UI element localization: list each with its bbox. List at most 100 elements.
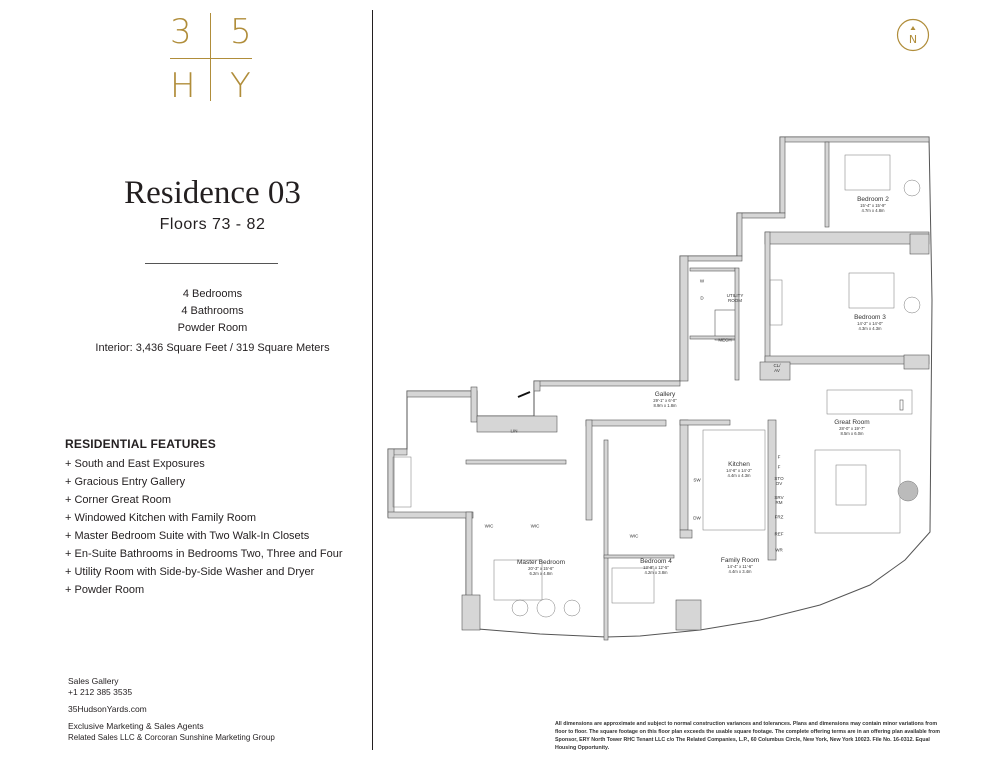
feature-item: Gracious Entry Gallery (65, 473, 343, 491)
bathtub (392, 456, 412, 508)
planter (897, 480, 919, 502)
label-utility-room: UTILITY ROOM (726, 293, 744, 303)
wall (533, 380, 541, 392)
feature-item: Master Bedroom Suite with Two Walk-In Cl… (65, 527, 343, 545)
spec-interior-area: Interior: 3,436 Square Feet / 319 Square… (95, 342, 330, 354)
room-family-room: Family Room 14'-4" x 11'-6" 4.4m x 3.4m (720, 557, 760, 574)
features-heading: RESIDENTIAL FEATURES (65, 437, 216, 451)
wall (736, 212, 743, 257)
room-master-bedroom: Master Bedroom 20'-3" x 15'-6" 6.2m x 4.… (516, 559, 566, 576)
wall (714, 309, 738, 341)
label-fridge: F (777, 464, 781, 470)
wall (779, 136, 930, 143)
room-bedroom-3: Bedroom 3 14'-2" x 14'-0" 4.3m x 4.3m (854, 314, 886, 331)
logo-char: 3 (170, 12, 192, 52)
wall (779, 136, 786, 214)
feature-item: South and East Exposures (65, 455, 343, 473)
35hy-logo: 3 5 H Y (150, 10, 270, 110)
logo-char: 5 (230, 12, 252, 52)
coffee-table (835, 464, 867, 506)
sales-phone: +1 212 385 3535 (68, 687, 133, 697)
wall (824, 141, 830, 228)
furniture (392, 154, 921, 618)
room-great-room: Great Room 28'-0" x 19'-7" 8.5m x 6.0m (834, 419, 870, 436)
wall (759, 361, 791, 381)
wall (767, 419, 777, 561)
wall (465, 459, 567, 465)
wall (603, 439, 609, 641)
feature-item: En-Suite Bathrooms in Bedrooms Two, Thre… (65, 545, 342, 563)
label-sink: SW (693, 477, 701, 483)
spec-bathrooms: 4 Bathrooms (181, 305, 244, 317)
wall (585, 419, 593, 521)
residence-specs: 4 Bedrooms 4 Bathrooms Powder Room Inter… (60, 286, 365, 357)
logo-char: H (170, 66, 196, 106)
wall (679, 255, 689, 382)
agents-heading: Exclusive Marketing & Sales Agents (68, 721, 204, 731)
wall (406, 390, 478, 398)
website-link[interactable]: 35HudsonYards.com (68, 704, 147, 714)
label-freezer: FRZ (774, 514, 784, 520)
contact-info: Sales Gallery +1 212 385 3535 35HudsonYa… (68, 676, 275, 743)
features-list: South and East Exposures Gracious Entry … (65, 455, 343, 599)
spec-bedrooms: 4 Bedrooms (182, 288, 243, 300)
label-steam-oven: STO OV (774, 476, 784, 486)
label-fridge: F (777, 454, 781, 460)
wall (736, 212, 786, 219)
bed (611, 567, 655, 604)
divider-rule (145, 263, 278, 264)
wall (675, 599, 702, 631)
wall (461, 594, 481, 631)
label-refrigerator: REF (774, 531, 784, 537)
agents-names: Related Sales LLC & Corcoran Sunshine Ma… (68, 733, 275, 742)
floors-range: Floors 73 - 82 (159, 216, 266, 233)
wall (679, 529, 693, 539)
wall (603, 554, 675, 559)
wall (679, 255, 743, 262)
spec-powder-room: Powder Room (177, 322, 248, 334)
label-dishwasher: DW (693, 515, 701, 521)
dining-table (826, 389, 913, 415)
wall (909, 233, 930, 255)
feature-item: Corner Great Room (65, 491, 343, 509)
feature-item: Windowed Kitchen with Family Room (65, 509, 343, 527)
label-dryer: D (700, 295, 704, 301)
wall (476, 415, 558, 433)
wall (585, 419, 667, 427)
residence-title: Residence 03 (124, 175, 301, 211)
wall (899, 399, 904, 411)
wall (764, 231, 771, 363)
room-gallery: Gallery 29'-1" x 6'-0" 8.9m x 1.8m (653, 391, 677, 408)
label-washer: W (699, 278, 705, 284)
logo-char: Y (230, 66, 251, 106)
wall (734, 267, 740, 381)
bathtub (769, 279, 783, 326)
sales-gallery-label: Sales Gallery (68, 676, 119, 686)
north-label: N (909, 33, 917, 46)
wall (387, 511, 474, 519)
legal-disclaimer: All dimensions are approximate and subje… (555, 721, 940, 751)
label-mech: MECH (718, 337, 732, 343)
feature-item: Powder Room (65, 581, 343, 599)
vertical-divider (372, 10, 373, 750)
wall (679, 419, 689, 531)
bed (844, 154, 891, 191)
feature-item: Utility Room with Side-by-Side Washer an… (65, 563, 343, 581)
label-wic: WIC (484, 523, 494, 529)
kitchen-island (702, 429, 766, 531)
room-bedroom-4: Bedroom 4 13'-8" x 12'-5" 4.2m x 3.8m (640, 558, 672, 575)
bed (848, 272, 895, 309)
wall (470, 386, 478, 423)
label-service-room: SRV RM (774, 495, 784, 505)
wall (903, 354, 930, 370)
label-linen: LIN (510, 428, 518, 434)
wall (764, 231, 930, 245)
wall (679, 419, 731, 426)
label-wic: WIC (530, 523, 540, 529)
label-wic: WIC (629, 533, 639, 539)
room-bedroom-2: Bedroom 2 15'-4" x 15'-9" 4.7m x 4.8m (857, 196, 889, 213)
north-arrow-icon: N (896, 18, 930, 52)
wall (689, 267, 736, 272)
label-wine-refrigerator: WR (775, 547, 783, 553)
